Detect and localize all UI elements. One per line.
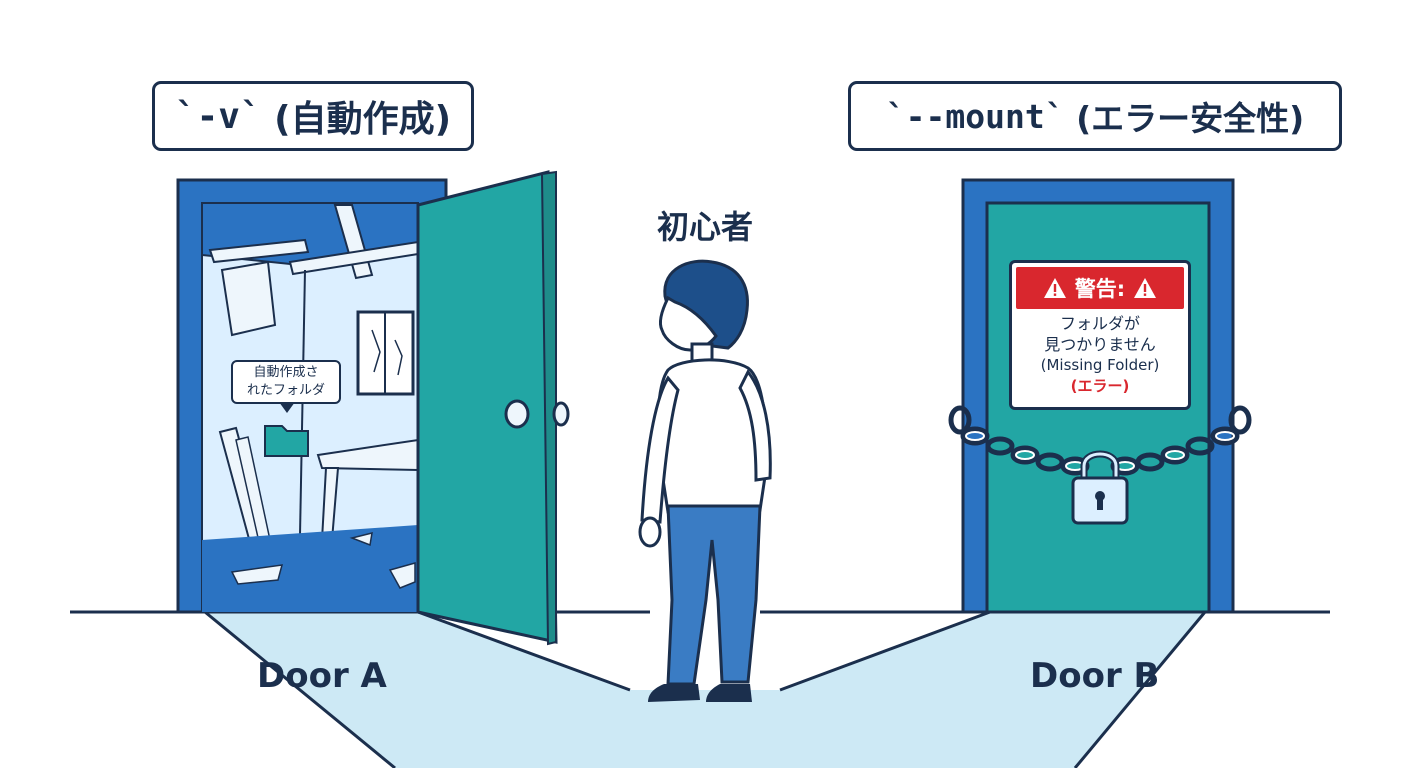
door-a-leaf[interactable]: [416, 170, 558, 644]
folder-icon: [264, 425, 309, 457]
door-a[interactable]: [176, 170, 570, 646]
warning-line1: フォルダが: [1059, 314, 1140, 333]
folder-bubble: 自動作成さ れたフォルダ: [231, 360, 341, 413]
warning-line4: (エラー): [1070, 377, 1130, 395]
door-a-knob[interactable]: [504, 399, 530, 429]
warning-header-text: 警告:: [1074, 277, 1126, 301]
option-label-mount: `--mount` (エラー安全性): [848, 81, 1342, 151]
door-a-title: Door A: [257, 656, 387, 696]
folder-bubble-line1: 自動作成さ: [253, 365, 319, 380]
warning-header: 警告:: [1016, 267, 1184, 309]
beginner-label: 初心者: [656, 208, 753, 246]
door-b-title: Door B: [1030, 656, 1160, 696]
warning-body: フォルダが 見つかりません (Missing Folder) (エラー): [1012, 313, 1188, 397]
folder-bubble-line2: れたフォルダ: [246, 383, 325, 398]
chain-icon: [948, 405, 1252, 476]
option-label-mount-code: `--mount`: [885, 96, 1065, 136]
warning-icon: [1134, 278, 1157, 298]
floor-light-path: [204, 610, 1207, 768]
option-label-v: `-v` (自動作成): [152, 81, 474, 151]
option-label-mount-desc: (エラー安全性): [1076, 99, 1305, 138]
warning-line2: 見つかりません: [1044, 335, 1156, 354]
option-label-v-desc: (自動作成): [274, 99, 452, 140]
option-label-v-code: `-v`: [174, 95, 262, 137]
padlock-icon: [1071, 450, 1129, 525]
beginner-person: [638, 259, 772, 702]
warning-icon: [1043, 278, 1066, 298]
warning-line3: (Missing Folder): [1040, 356, 1160, 374]
warning-sign: 警告: フォルダが 見つかりません (Missing Folder) (エラー): [1009, 260, 1191, 410]
